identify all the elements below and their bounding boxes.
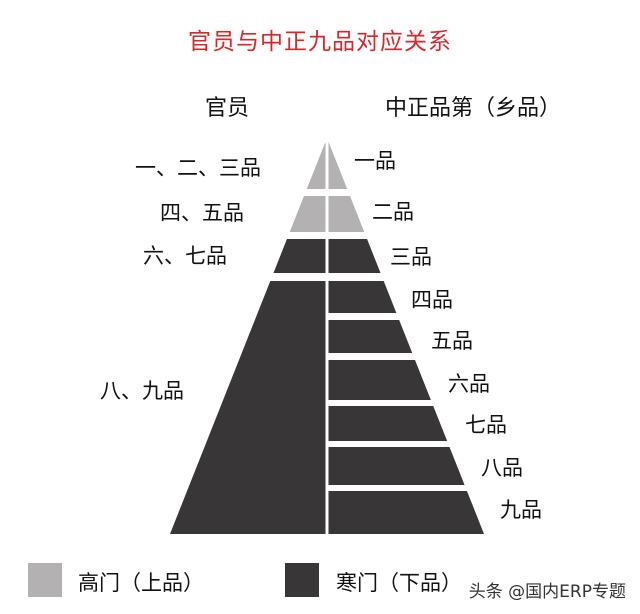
legend-label-low: 寒门（下品） [336,571,462,595]
official-rank-band [170,281,327,534]
zhongzheng-rank-label: 一品 [354,149,396,173]
watermark: 头条 @国内ERP专题 [464,575,630,604]
official-rank-label: 一、二、三品 [135,156,261,180]
zhongzheng-rank-bands [327,138,484,534]
zhongzheng-rank-band [327,491,484,534]
zhongzheng-rank-band [327,320,413,353]
zhongzheng-rank-band [327,360,431,400]
zhongzheng-rank-band [327,138,348,189]
legend-label-high: 高门（上品） [78,571,204,595]
official-rank-label: 六、七品 [143,244,227,268]
zhongzheng-rank-label: 四品 [411,288,453,312]
zhongzheng-rank-label: 九品 [500,498,542,522]
official-rank-label: 八、九品 [100,379,184,403]
zhongzheng-rank-label: 六品 [448,372,490,396]
legend-swatch-high [28,563,62,597]
official-rank-label: 四、五品 [160,201,244,225]
official-rank-bands [170,138,327,534]
official-rank-band [289,196,327,232]
zhongzheng-rank-band [327,281,397,313]
left-header: 官员 [205,96,250,121]
legend-swatch-low [285,563,319,597]
zhongzheng-rank-label: 八品 [481,456,523,480]
zhongzheng-rank-band [327,406,448,441]
diagram-title: 官员与中正九品对应关系 [188,29,452,55]
zhongzheng-rank-band [327,447,465,485]
zhongzheng-rank-label: 七品 [465,413,507,437]
zhongzheng-rank-band [327,196,365,232]
zhongzheng-rank-label: 五品 [431,329,473,353]
right-header: 中正品第（乡品） [385,96,562,121]
zhongzheng-rank-label: 三品 [390,245,432,269]
official-rank-band [273,239,327,273]
official-rank-band [306,138,327,189]
zhongzheng-rank-band [327,239,381,273]
zhongzheng-rank-label: 二品 [372,200,414,224]
